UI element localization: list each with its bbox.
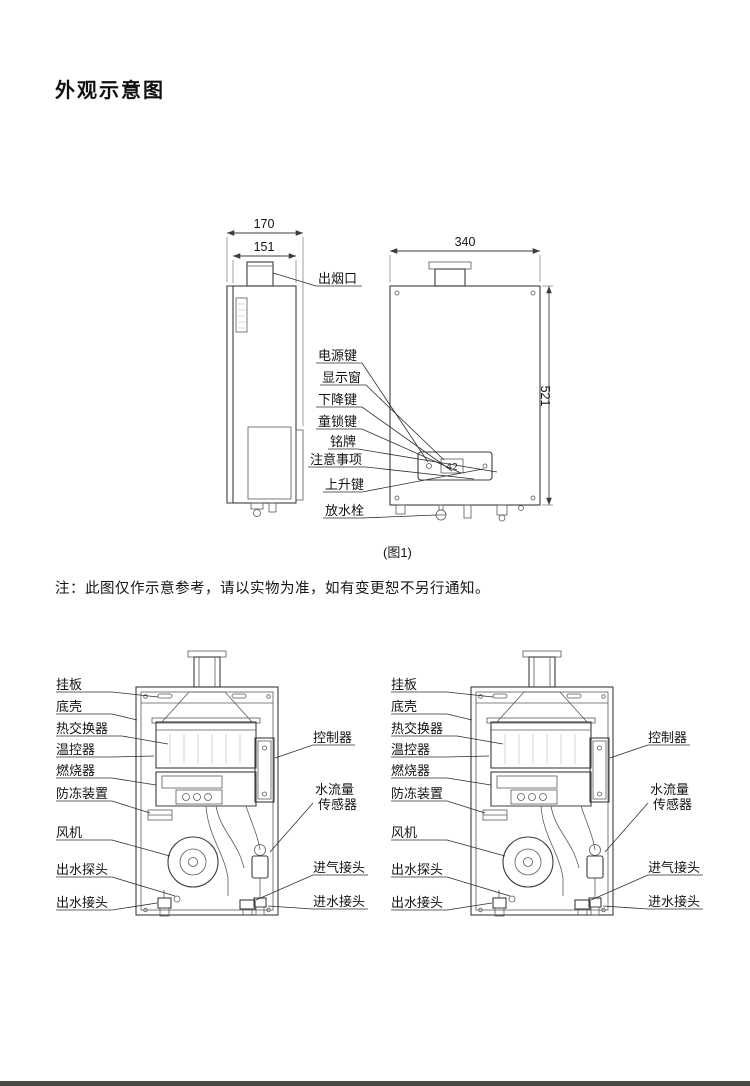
internal-diagram-right	[390, 650, 704, 917]
label-down-key: 下降键	[318, 392, 357, 407]
label-drain-plug: 放水栓	[325, 503, 364, 518]
label-up-key: 上升键	[325, 477, 364, 492]
page-bottom-edge	[0, 1081, 750, 1086]
figure1-front-view: 340 521 42	[389, 235, 553, 522]
label-smoke-outlet: 出烟口	[318, 271, 357, 286]
bottom-fittings-shape	[395, 504, 524, 522]
display-readout: 42	[446, 462, 458, 473]
internal-diagram-left	[55, 650, 369, 917]
figure1-callouts: 出烟口 电源键 显示窗 下降键 童锁键 铭牌 注意事项 上升键 放水栓	[272, 271, 498, 519]
disclaimer-note: 注：此图仅作示意参考，请以实物为准，如有变更恕不另行通知。	[55, 581, 490, 597]
page-title: 外观示意图	[55, 80, 165, 102]
dim-total-depth: 170	[254, 217, 275, 231]
label-nameplate: 铭牌	[330, 434, 356, 449]
control-panel-shape: 42	[417, 451, 493, 481]
dim-height: 521	[538, 386, 552, 407]
label-display-window: 显示窗	[322, 370, 361, 385]
dim-width: 340	[455, 235, 476, 249]
up-key-dot	[482, 463, 488, 469]
figure1: 170 151	[226, 217, 553, 560]
figure1-caption: (图1)	[383, 545, 412, 560]
figure1-side-view: 170 151	[226, 217, 304, 517]
dim-body-depth: 151	[254, 240, 275, 254]
label-child-lock-key: 童锁键	[318, 414, 357, 429]
label-precautions: 注意事项	[310, 452, 362, 467]
label-power-key: 电源键	[318, 348, 357, 363]
power-key-dot	[426, 463, 432, 469]
